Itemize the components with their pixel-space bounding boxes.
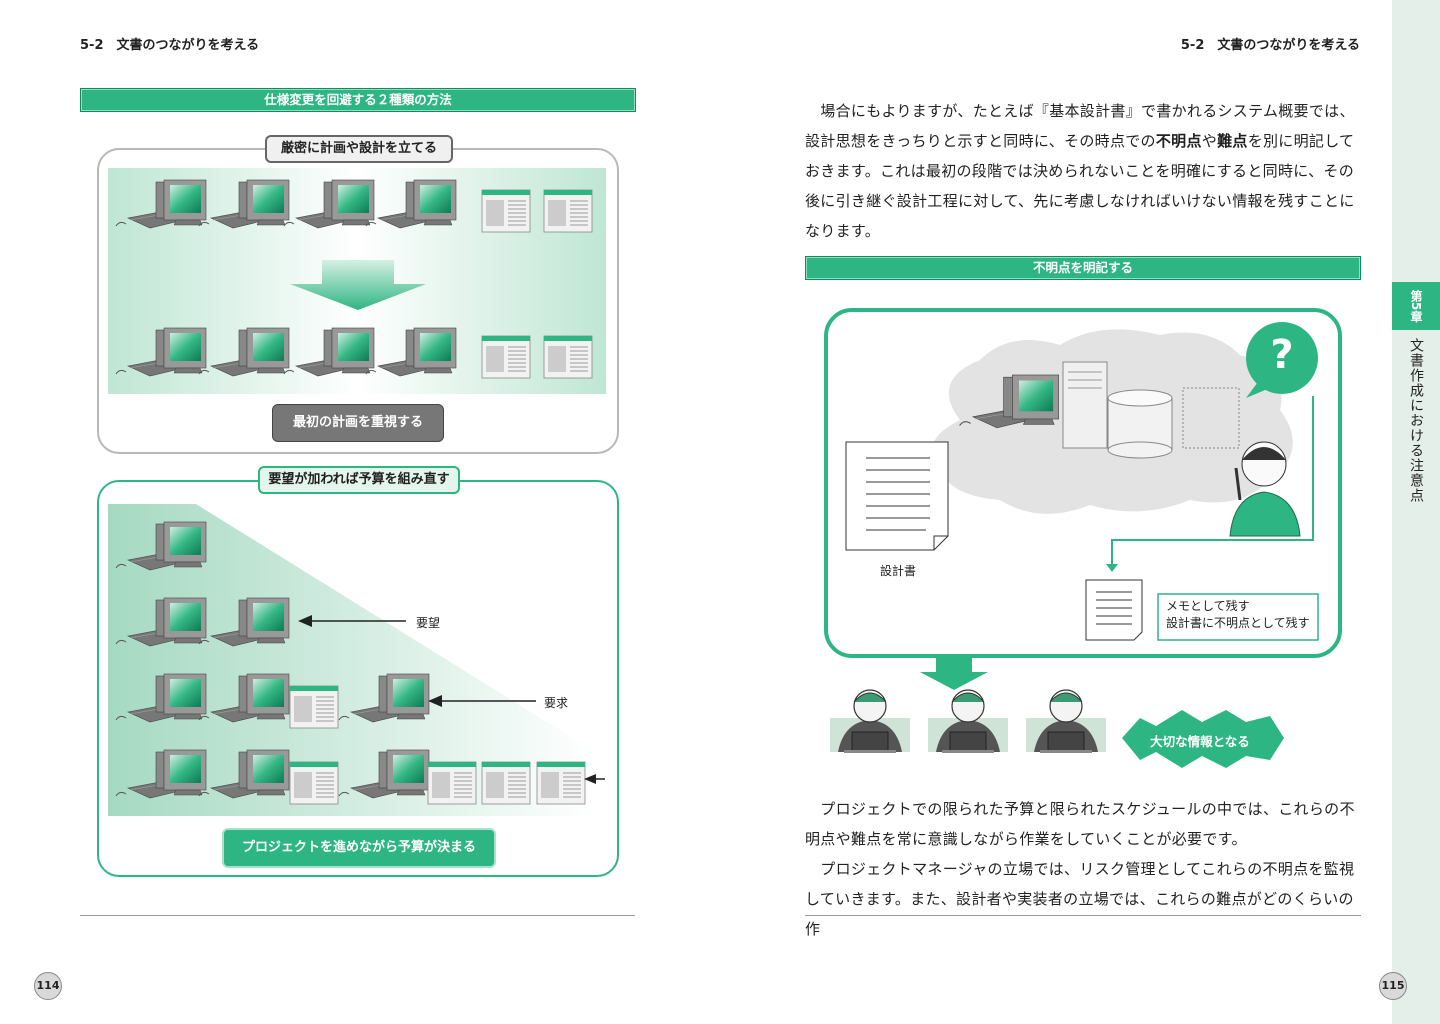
question-bubble-icon: [1246, 322, 1318, 398]
label-youkyuu: 要求: [544, 696, 569, 710]
para1-text-2: や: [1201, 132, 1218, 150]
right-paragraph-1: 場合にもよりますが、たとえば『基本設計書』で書かれるシステム概要では、設計思想を…: [805, 96, 1361, 246]
right-page-number: 115: [1379, 972, 1407, 1000]
panel-rebudget-title: 要望が加われば予算を組み直す: [258, 466, 460, 494]
para1-text-1: 場合にもよりますが、たとえば『基本設計書』で書かれるシステム概要では、設計思想を…: [805, 102, 1355, 150]
server-icon: [1062, 361, 1108, 449]
document-icon: [481, 761, 531, 805]
team-member-icon: [829, 689, 911, 754]
para1-bold-unclear: 不明点: [1155, 132, 1202, 150]
document-icon: [543, 189, 593, 233]
panel-rebudget-illustration: [108, 504, 605, 816]
memo-doc-icon: [1085, 579, 1143, 641]
chapter-side-tab: [1392, 0, 1440, 1024]
question-mark-icon: ?: [1270, 332, 1294, 378]
memo-text: メモとして残す 設計書に不明点として残す: [1166, 598, 1310, 632]
document-icon: [427, 761, 477, 805]
document-icon: [536, 761, 586, 805]
chapter-title-vertical: 文書作成における注意点: [1408, 338, 1424, 503]
left-arrow-icon: [428, 695, 442, 707]
left-arrow-icon: [298, 615, 312, 627]
right-paragraph-3: プロジェクトマネージャの立場では、リスク管理としてこれらの不明点を監視していきま…: [805, 860, 1355, 938]
consultant-person-icon: [1229, 441, 1301, 537]
left-bottom-rule: [80, 915, 635, 916]
panel-strict-plan-title: 厳密に計画や設計を立てる: [265, 135, 453, 163]
down-arrow-icon: [1106, 564, 1118, 572]
left-arrow-icon: [584, 774, 596, 784]
team-member-icon: [1025, 689, 1107, 754]
para1-text-3: を別に明記しておきます。これは最初の段階では決められないことを明確にすると同時に…: [805, 132, 1355, 240]
unclear-points-figure: [824, 308, 1342, 768]
label-youbou: 要望: [416, 616, 441, 630]
panel-strict-plan-illustration: [108, 168, 606, 394]
left-running-header: 5-2 文書のつながりを考える: [80, 38, 260, 53]
panel-strict-plan-caption: 最初の計画を重視する: [272, 404, 444, 442]
team-member-icon: [927, 689, 1009, 754]
document-icon: [481, 335, 531, 379]
design-doc-icon: [845, 441, 949, 551]
unknown-box: [1182, 387, 1240, 449]
right-bottom-rule: [805, 915, 1361, 916]
design-doc-label: 設計書: [880, 564, 917, 578]
document-icon: [289, 685, 339, 729]
memo-line-1: メモとして残す: [1166, 599, 1250, 613]
para1-bold-difficulty: 難点: [1217, 132, 1248, 150]
burst-label: 大切な情報となる: [1150, 734, 1250, 749]
left-page-number: 114: [34, 972, 62, 1000]
panel-rebudget-caption: プロジェクトを進めながら予算が決まる: [222, 828, 496, 868]
document-icon: [289, 761, 339, 805]
document-icon: [481, 189, 531, 233]
right-section-title: 不明点を明記する: [805, 256, 1361, 280]
right-paragraph-2: プロジェクトでの限られた予算と限られたスケジュールの中では、これらの不明点や難点…: [805, 800, 1355, 848]
memo-line-2: 設計書に不明点として残す: [1166, 616, 1310, 630]
database-icon: [1107, 389, 1173, 459]
down-arrow-icon: [290, 260, 426, 310]
right-running-header: 5-2 文書のつながりを考える: [1180, 38, 1360, 53]
memo-box: [1157, 593, 1319, 641]
left-section-title: 仕様変更を回避する２種類の方法: [80, 88, 636, 112]
chapter-number-tab: 第5章: [1392, 282, 1440, 330]
document-icon: [543, 335, 593, 379]
starburst-shape: [1122, 710, 1284, 768]
down-arrow-icon: [920, 658, 988, 690]
